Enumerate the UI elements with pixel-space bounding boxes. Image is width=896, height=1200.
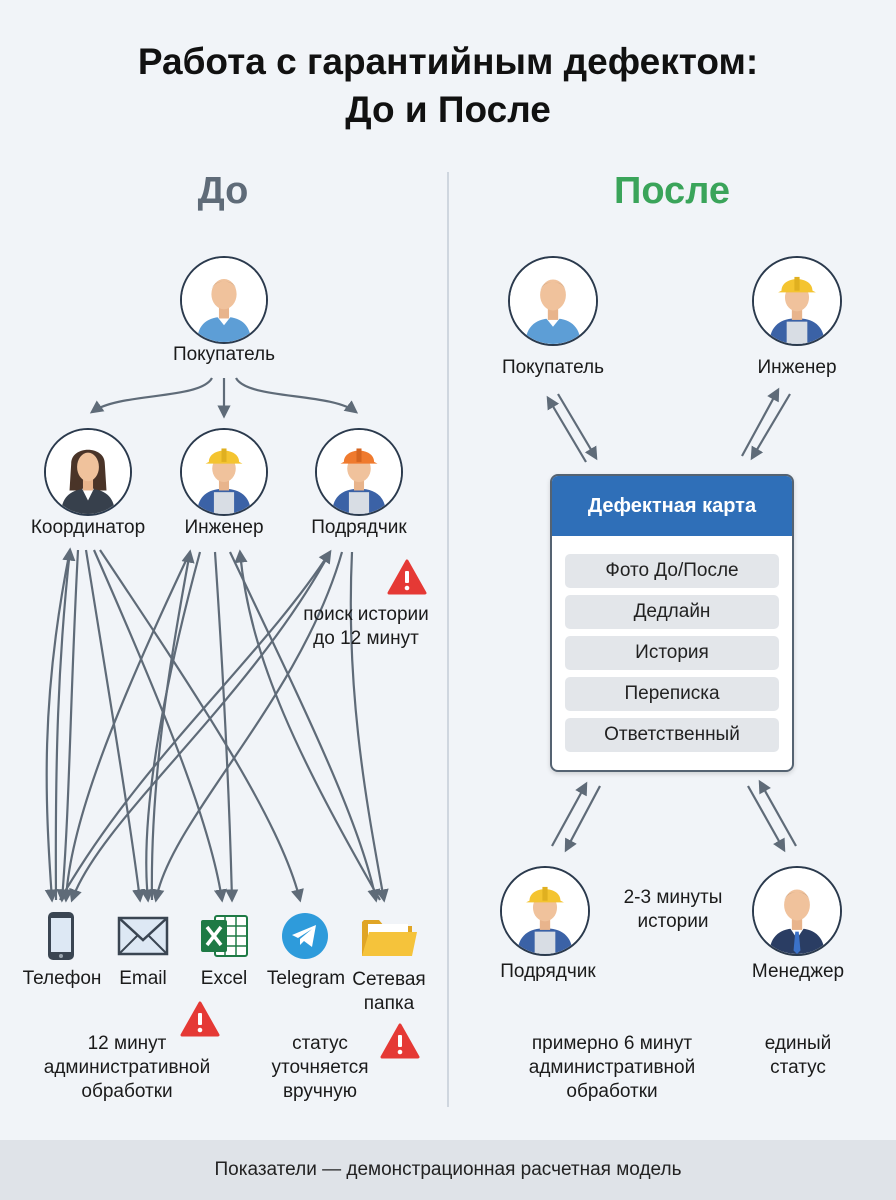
channel-phone-label: Телефон: [22, 968, 102, 989]
after-engineer-avatar: [752, 256, 842, 346]
after-manager-label: Менеджер: [751, 961, 845, 982]
folder-icon: [362, 920, 417, 956]
channel-telegram-label: Telegram: [266, 968, 346, 989]
defect-card-row-responsible: Ответственный: [565, 718, 779, 752]
before-engineer-label: Инженер: [184, 517, 264, 538]
before-heading: До: [197, 170, 249, 212]
after-heading: После: [614, 170, 730, 212]
engineer-person-icon: [502, 868, 588, 954]
channel-excel-label: Excel: [200, 968, 248, 989]
manager-person-icon: [754, 868, 840, 954]
channel-folder-label: Сетевая папка: [352, 969, 426, 1014]
engineer-person-icon: [754, 258, 840, 344]
before-arrows: [44, 377, 389, 903]
after-manager-avatar: [752, 866, 842, 956]
before-status-note: статус уточняется вручную: [271, 1033, 369, 1102]
page-title-line-2: До и После: [345, 89, 551, 130]
after-buyer-avatar: [508, 256, 598, 346]
warning-icon: [387, 558, 427, 596]
phone-icon: [48, 912, 74, 960]
before-contractor-label: Подрядчик: [311, 517, 407, 538]
before-engineer-avatar: [180, 428, 268, 516]
after-arrows: [546, 387, 797, 853]
page-title-line-1: Работа с гарантийным дефектом:: [137, 41, 759, 82]
excel-icon: [201, 915, 248, 957]
defect-card: Дефектная карта Фото До/После Дедлайн Ис…: [550, 474, 794, 772]
email-icon: [117, 916, 169, 956]
contractor-person-icon: [317, 430, 401, 514]
engineer-person-icon: [182, 430, 266, 514]
before-contractor-avatar: [315, 428, 403, 516]
footer-note: Показатели — демонстрационная расчетная …: [0, 1140, 896, 1200]
after-status-note: единый статус: [764, 1033, 832, 1078]
channel-email-label: Email: [119, 968, 167, 989]
before-admin-note: 12 минут административной обработки: [43, 1033, 211, 1102]
coordinator-person-icon: [46, 430, 130, 514]
defect-card-title: Дефектная карта: [552, 476, 792, 536]
after-engineer-label: Инженер: [757, 357, 837, 378]
telegram-icon: [282, 913, 328, 959]
before-search-note: поиск истории до 12 минут: [303, 604, 429, 649]
before-buyer-avatar: [180, 256, 268, 344]
before-buyer-label: Покупатель: [172, 344, 276, 365]
defect-card-row-correspondence: Переписка: [565, 677, 779, 711]
after-contractor-label: Подрядчик: [500, 961, 596, 982]
defect-card-row-photo: Фото До/После: [565, 554, 779, 588]
section-divider: [447, 172, 449, 1107]
buyer-person-icon: [510, 258, 596, 344]
defect-card-row-deadline: Дедлайн: [565, 595, 779, 629]
after-contractor-avatar: [500, 866, 590, 956]
before-coordinator-avatar: [44, 428, 132, 516]
after-buyer-label: Покупатель: [501, 357, 605, 378]
after-admin-note: примерно 6 минут административной обрабо…: [528, 1033, 696, 1102]
buyer-person-icon: [182, 258, 266, 342]
defect-card-row-history: История: [565, 636, 779, 670]
after-history-note: 2-3 минуты истории: [623, 887, 723, 932]
before-coordinator-label: Координатор: [30, 517, 146, 538]
